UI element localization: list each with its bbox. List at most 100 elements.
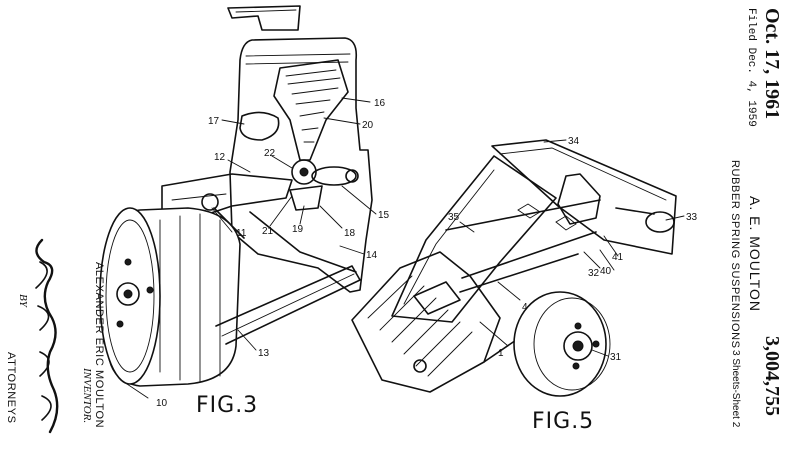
fig3-drawing: 10 11 12 13 14 15 16 17 18 19 20 21 22 F… [99, 5, 390, 418]
fig5-lower-slot [413, 281, 461, 315]
fig5-ref-1: 1 [498, 348, 504, 359]
fig5-leader-4 [497, 281, 521, 301]
fig5-brace-3 [459, 253, 579, 293]
fig3-leader-14 [339, 245, 365, 255]
fig3-ref-13: 13 [258, 348, 270, 359]
fig5-leader-32 [583, 251, 601, 269]
fig3-damper-eye [201, 193, 219, 211]
fig3-ref-14: 14 [366, 250, 378, 261]
fig5-arm-pivot [645, 211, 675, 233]
fig5-lower-section [351, 251, 501, 393]
fig5-hub-center [572, 340, 584, 352]
inventor-name: ALEXANDER ERIC MOULTON [93, 262, 105, 429]
fig3-stud-1 [124, 258, 132, 266]
fig5-spring-unit [557, 173, 601, 225]
fig3-leader-21 [269, 195, 293, 227]
fig5-subframe-beam [491, 139, 677, 255]
fig5-ref-34: 34 [568, 136, 580, 147]
attorney-by: BY [17, 294, 29, 307]
fig5-stud-2 [592, 340, 600, 348]
signature-stroke-main [35, 238, 59, 434]
fig5-stud-1 [574, 322, 582, 330]
fig5-leader-40 [599, 249, 615, 271]
header-author: A. E. MOULTON [747, 196, 763, 312]
fig3-lower-link [249, 211, 357, 273]
fig3-ref-16: 16 [374, 98, 386, 109]
fig3-stud-2 [146, 286, 154, 294]
fig5-leader-41 [603, 235, 619, 257]
fig3-leader-18 [319, 205, 343, 229]
fig3-ref-19: 19 [292, 224, 304, 235]
header-filed: Filed Dec. 4, 1959 [745, 8, 757, 127]
fig3-ref-10: 10 [156, 398, 168, 409]
fig3-ref-21: 21 [262, 226, 274, 237]
fig5-leader-34 [543, 139, 567, 143]
fig3-ref-20: 20 [362, 120, 374, 131]
fig3-ref-15: 15 [378, 210, 390, 221]
fig5-ref-4: 4 [522, 302, 528, 313]
fig3-ball-joint-center [299, 167, 309, 177]
fig5-ref-33: 33 [686, 212, 698, 223]
fig3-leader-10 [123, 381, 149, 399]
inventor-role: INVENTOR. [81, 368, 93, 424]
fig3-stud-3 [116, 320, 124, 328]
fig5-stud-3 [572, 362, 580, 370]
fig3-hub-center [123, 289, 133, 299]
fig5-label: FIG.5 [532, 409, 594, 434]
fig3-leader-22 [271, 155, 293, 169]
fig5-brake-drum [513, 291, 607, 397]
signature-stroke-loops [35, 261, 52, 421]
fig5-beam-slot-2 [555, 215, 577, 231]
fig5-lower-ribs [367, 275, 473, 377]
fig3-ref-22: 22 [264, 148, 276, 159]
fig5-mount-bolt [413, 359, 427, 373]
fig5-ref-31: 31 [610, 352, 622, 363]
header-date: Oct. 17, 1961 [761, 8, 783, 120]
fig3-leader-15 [341, 185, 377, 215]
fig3-upper-arm-edge [171, 193, 227, 201]
fig3-leader-19 [299, 205, 305, 225]
fig5-ref-40: 40 [600, 266, 612, 277]
fig5-leader-1 [479, 321, 509, 347]
header-sheets: 3 Sheets-Sheet 2 [730, 350, 741, 428]
fig3-drum-ribs [159, 213, 221, 383]
fig3-trailing-arm [215, 265, 361, 345]
fig3-ref-11: 11 [236, 228, 247, 239]
attorneys-label: ATTORNEYS [5, 352, 17, 424]
fig3-hub [116, 282, 140, 306]
fig3-pivot-bush [311, 166, 357, 186]
fig3-leader-20 [323, 117, 361, 125]
fig5-ref-35: 35 [448, 212, 460, 223]
fig5-drum-rim [533, 297, 611, 391]
fig5-leader-35 [459, 221, 475, 233]
fig5-hub [563, 331, 593, 361]
fig3-ref-18: 18 [344, 228, 356, 239]
fig3-tower-hatch-2 [245, 61, 349, 65]
fig3-rubber-spring [273, 59, 349, 161]
fig5-side-member [391, 155, 557, 323]
fig3-ref-17: 17 [208, 116, 220, 127]
fig3-tower-hatch-1 [245, 53, 351, 57]
fig3-ref-12: 12 [214, 152, 226, 163]
fig3-leader-12 [227, 159, 251, 173]
fig3-leader-16 [341, 97, 371, 103]
attorney-signature [35, 238, 59, 434]
fig3-tower-housing [229, 37, 373, 293]
fig5-arm-link [615, 207, 655, 215]
fig5-brace-2 [461, 231, 597, 279]
fig3-top-bracket-edge [235, 9, 297, 13]
header-patent-number: 3,004,755 [761, 336, 783, 416]
fig5-drawing: 1 4 31 32 33 34 35 40 41 FIG.5 [351, 136, 698, 434]
fig3-leader-17 [221, 119, 245, 125]
fig3-label: FIG.3 [196, 393, 258, 418]
fig5-leader-31 [591, 349, 609, 357]
fig3-top-bracket [227, 5, 301, 31]
fig5-beam-flange [499, 147, 667, 201]
fig5-leader-33 [665, 215, 685, 221]
fig3-pivot-nut [345, 169, 359, 183]
fig5-ref-41: 41 [612, 252, 624, 263]
header-title: RUBBER SPRING SUSPENSIONS [729, 160, 741, 349]
fig3-bump-stop [239, 111, 280, 141]
